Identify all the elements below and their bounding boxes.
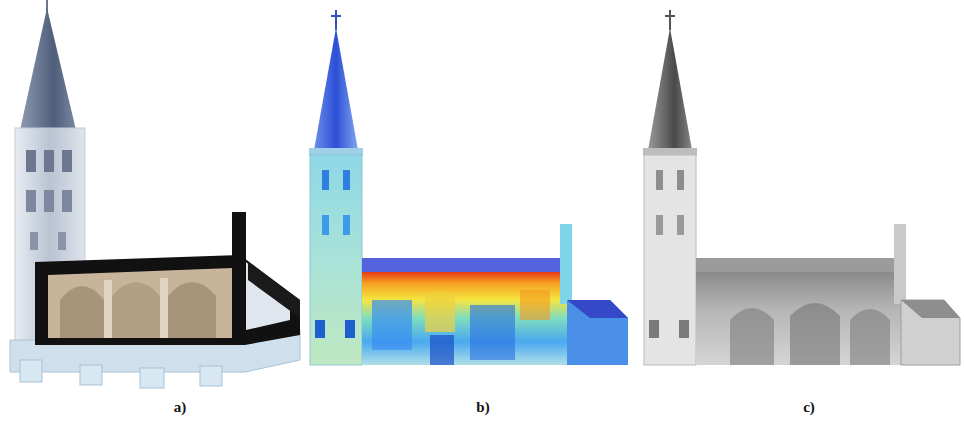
panel-label: c) bbox=[803, 400, 815, 415]
panel-label: b) bbox=[476, 400, 489, 415]
panel-label: a) bbox=[174, 400, 187, 415]
grayscale-scan bbox=[643, 10, 960, 365]
cutaway-model bbox=[10, 0, 300, 388]
intensity-map bbox=[309, 10, 628, 365]
